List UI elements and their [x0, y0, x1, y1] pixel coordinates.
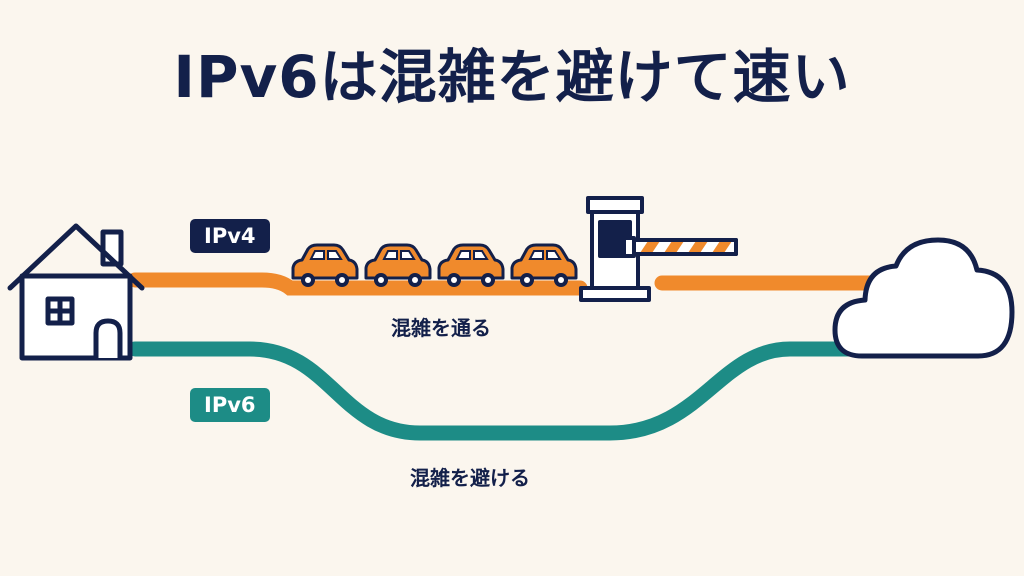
page-title: IPv6は混雑を避けて速い — [173, 43, 851, 111]
barrier-arm — [622, 236, 738, 258]
ipv4-caption: 混雑を通る — [391, 316, 491, 340]
ipv6-badge: IPv6 — [190, 388, 270, 422]
car-icon — [510, 243, 578, 287]
ipv6-caption: 混雑を避ける — [410, 466, 530, 490]
car-icon — [437, 243, 505, 287]
toll-gate-icon — [579, 196, 738, 302]
ipv4-badge: IPv4 — [190, 219, 270, 253]
cloud-icon — [832, 237, 1015, 359]
car-icon — [291, 243, 359, 287]
ipv6-route-line — [127, 341, 868, 441]
ipv4-route-line — [127, 272, 588, 296]
house-icon — [7, 223, 145, 361]
car-icon — [364, 243, 432, 287]
